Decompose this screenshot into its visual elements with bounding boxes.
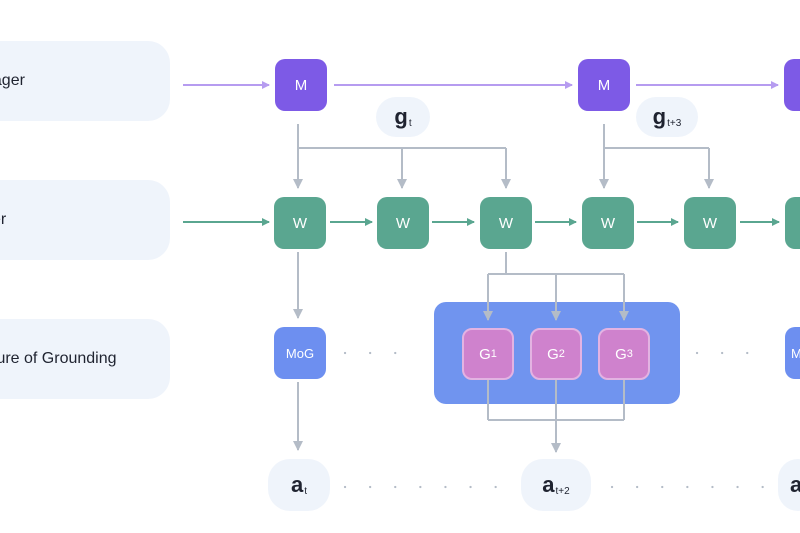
manager-node-1: M xyxy=(275,59,327,111)
manager-lane-label: nager xyxy=(0,72,25,89)
worker-node-4: W xyxy=(582,197,634,249)
worker-node-2: W xyxy=(377,197,429,249)
worker-node-3: W xyxy=(480,197,532,249)
manager-lane: nager xyxy=(0,41,170,121)
grounding-to-action-merge xyxy=(487,380,625,453)
grounding-lane-label: cture of Grounding xyxy=(0,350,117,367)
goal-branch-1 xyxy=(293,124,511,189)
goal-branch-2 xyxy=(599,124,714,189)
manager-node-3-partial: M xyxy=(784,59,800,111)
worker-node-6-partial xyxy=(785,197,800,249)
mog-node-2-partial: M xyxy=(785,327,800,379)
action-partial: a xyxy=(778,459,800,511)
mog-node-1: MoG xyxy=(274,327,326,379)
worker-lane: ker xyxy=(0,180,170,260)
worker-to-grounding-branch xyxy=(483,252,629,321)
grounding-lane: cture of Grounding xyxy=(0,319,170,399)
manager-node-2: M xyxy=(578,59,630,111)
worker-node-1: W xyxy=(274,197,326,249)
worker-lane-label: ker xyxy=(0,211,7,228)
worker-node-5: W xyxy=(684,197,736,249)
